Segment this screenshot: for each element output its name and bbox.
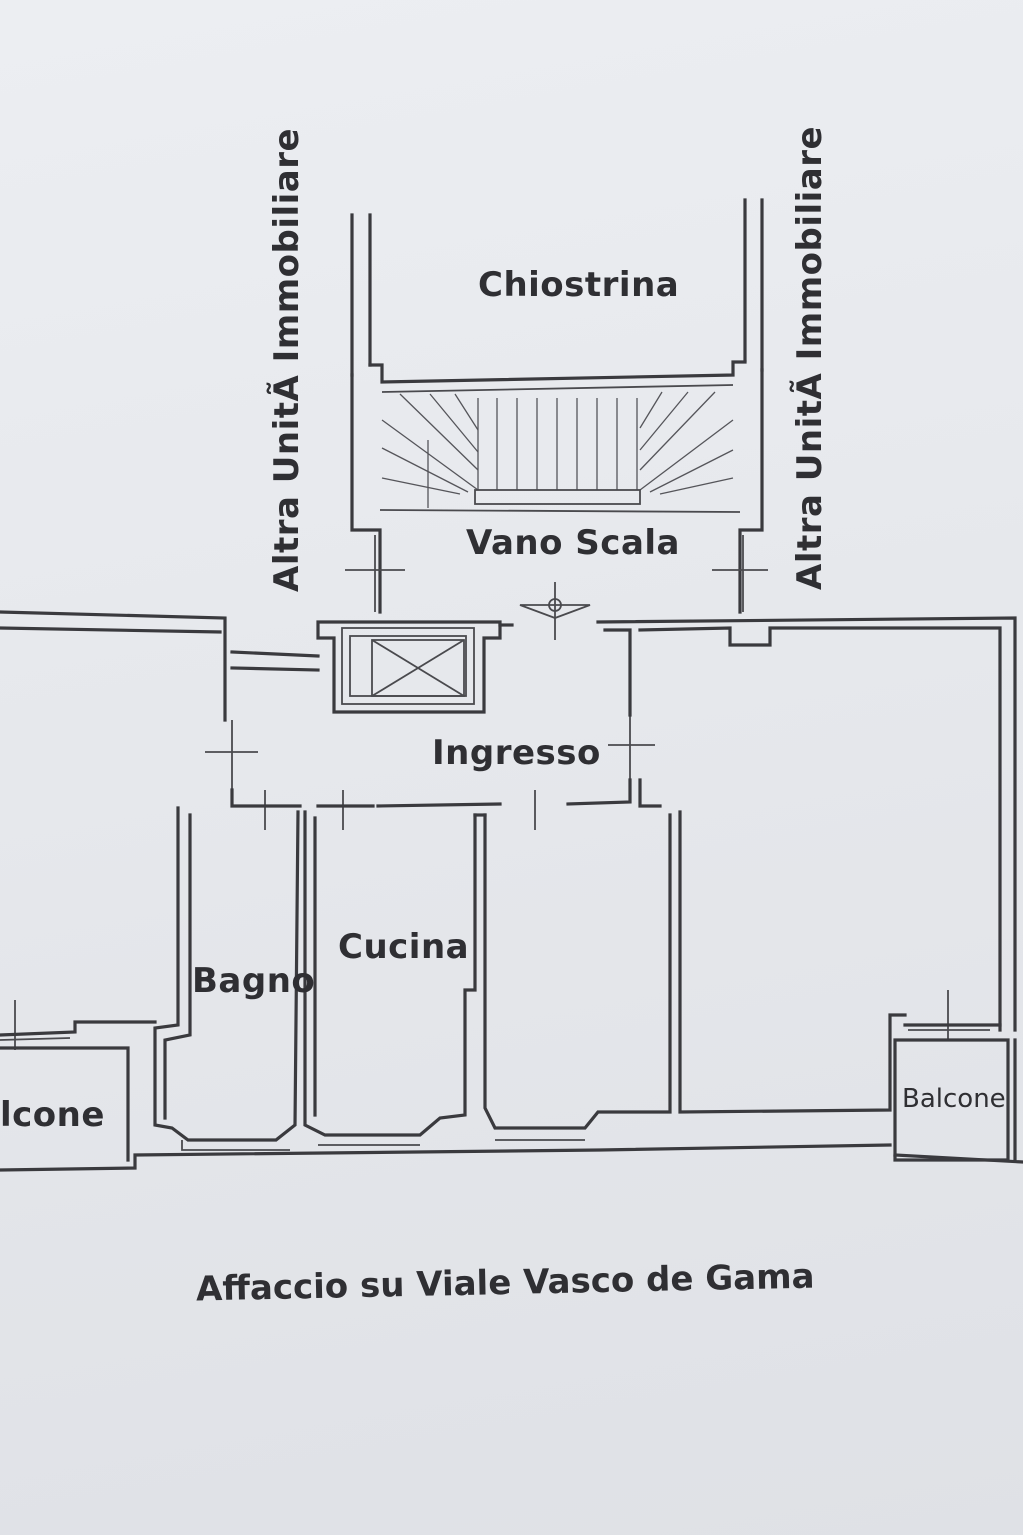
label-balcone-left: lcone <box>0 1095 105 1135</box>
label-chiostrina: Chiostrina <box>478 265 680 305</box>
label-altra-unita-right: Altra UnitÃ Immobiliare <box>790 125 830 590</box>
label-cucina: Cucina <box>338 927 470 967</box>
entrance-door-symbol <box>519 582 591 640</box>
stair-shaft <box>350 360 764 614</box>
apartment-walls <box>0 610 1023 1172</box>
label-balcone-right: Balcone <box>902 1084 1006 1114</box>
door-marks <box>14 535 949 1050</box>
lift-shaft <box>316 620 502 714</box>
label-vano-scala: Vano Scala <box>466 523 680 563</box>
chiostrina-walls <box>350 198 764 377</box>
label-ingresso: Ingresso <box>432 733 601 773</box>
label-altra-unita-left: Altra UnitÃ Immobiliare <box>267 127 307 592</box>
label-bagno: Bagno <box>192 961 316 1001</box>
